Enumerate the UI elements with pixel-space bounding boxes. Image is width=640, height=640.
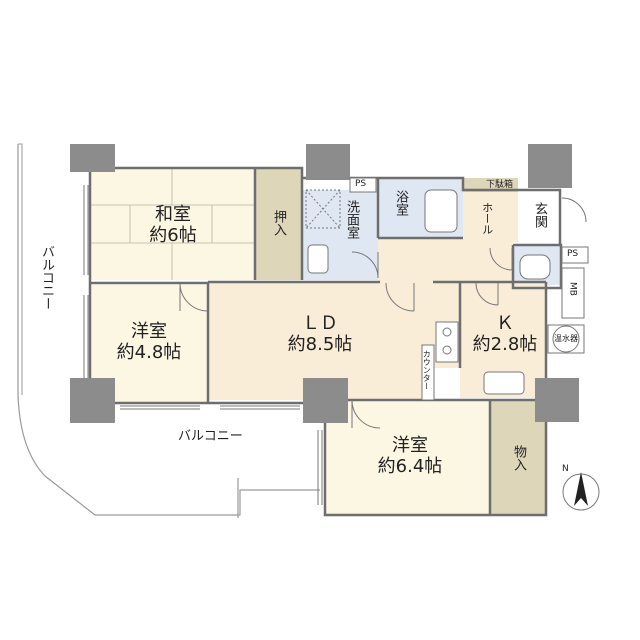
youshitsu-b-size: 約6.4帖 [377,455,443,477]
ld-size: 約8.5帖 [287,333,353,355]
senmen-label: 洗面室 [343,200,359,239]
water-heater-circle [552,325,580,353]
getabako-fill [463,178,518,192]
ps2-box [561,246,589,264]
north-arrow-icon [562,472,600,511]
kitchen-label: Ｋ 約2.8帖 [460,313,550,355]
youshitsu-a-label: 洋室 約4.8帖 [104,321,194,363]
hall-fill [378,238,513,283]
tatami-lines [90,168,255,280]
balcony-left-label: バルコニー [38,245,54,310]
youshitsu-b-name: 洋室 [392,435,428,456]
ld-label: ＬＤ 約8.5帖 [270,313,370,355]
balcony-outline [17,144,320,516]
counter-label: カウンター [422,350,432,390]
oshiire-fill [255,168,302,280]
washitsu-fill [90,168,255,280]
mb-label: MB [567,282,578,296]
north-label: N [562,464,569,474]
washitsu-label: 和室 約6帖 [128,204,218,246]
pillars [70,144,579,423]
hall-upper-fill [463,192,518,242]
ps2-label: PS [567,249,579,259]
walls [88,166,563,517]
genkan-label: 玄関 [531,202,547,228]
hall-label: ホール [480,202,494,235]
balcony-bottom-label: バルコニー [178,429,243,444]
youshitsu-a-size: 約4.8帖 [116,341,182,363]
getabako-label: 下駄箱 [486,180,514,190]
washitsu-size: 約6帖 [149,224,197,246]
youshitsu-b-label: 洋室 約6.4帖 [365,435,455,477]
oshiire-label: 押入 [270,210,286,236]
monoire-label: 物入 [510,445,526,471]
kitchen-name: Ｋ [496,313,514,334]
mb-box [561,267,585,319]
ps1-box [349,177,377,193]
balcony-rail [18,143,23,395]
kitchen-size: 約2.8帖 [472,333,538,355]
genkan-fill [518,190,560,245]
water-heater-label: 温水器 [554,334,578,343]
fixtures [305,189,551,401]
youshitsu-a-name: 洋室 [131,321,167,342]
washitsu-name: 和室 [155,204,191,225]
ld-name: ＬＤ [302,313,338,334]
yokushitsu-label: 浴室 [392,190,408,216]
ps1-label: PS [355,179,367,189]
